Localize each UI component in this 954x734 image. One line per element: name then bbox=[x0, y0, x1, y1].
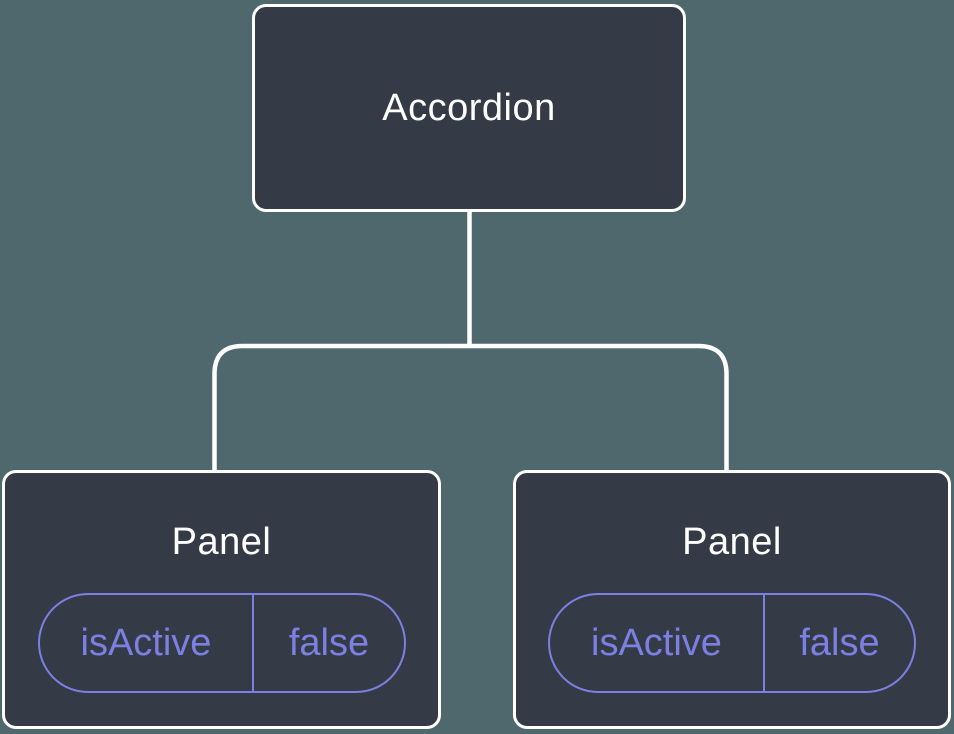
accordion-node: Accordion bbox=[252, 4, 686, 212]
connector-branch-bracket bbox=[212, 343, 729, 471]
panel-node-left: Panel isActive false bbox=[2, 470, 441, 729]
state-pill: isActive false bbox=[37, 593, 406, 693]
state-key: isActive bbox=[40, 595, 255, 691]
state-value: false bbox=[288, 621, 370, 664]
accordion-node-label: Accordion bbox=[382, 86, 556, 129]
state-value: false bbox=[799, 621, 880, 664]
panel-node-right: Panel isActive false bbox=[513, 470, 951, 729]
state-pill: isActive false bbox=[548, 593, 916, 693]
state-key: isActive bbox=[550, 595, 765, 691]
panel-node-label: Panel bbox=[171, 521, 272, 563]
panel-node-label: Panel bbox=[682, 521, 782, 563]
